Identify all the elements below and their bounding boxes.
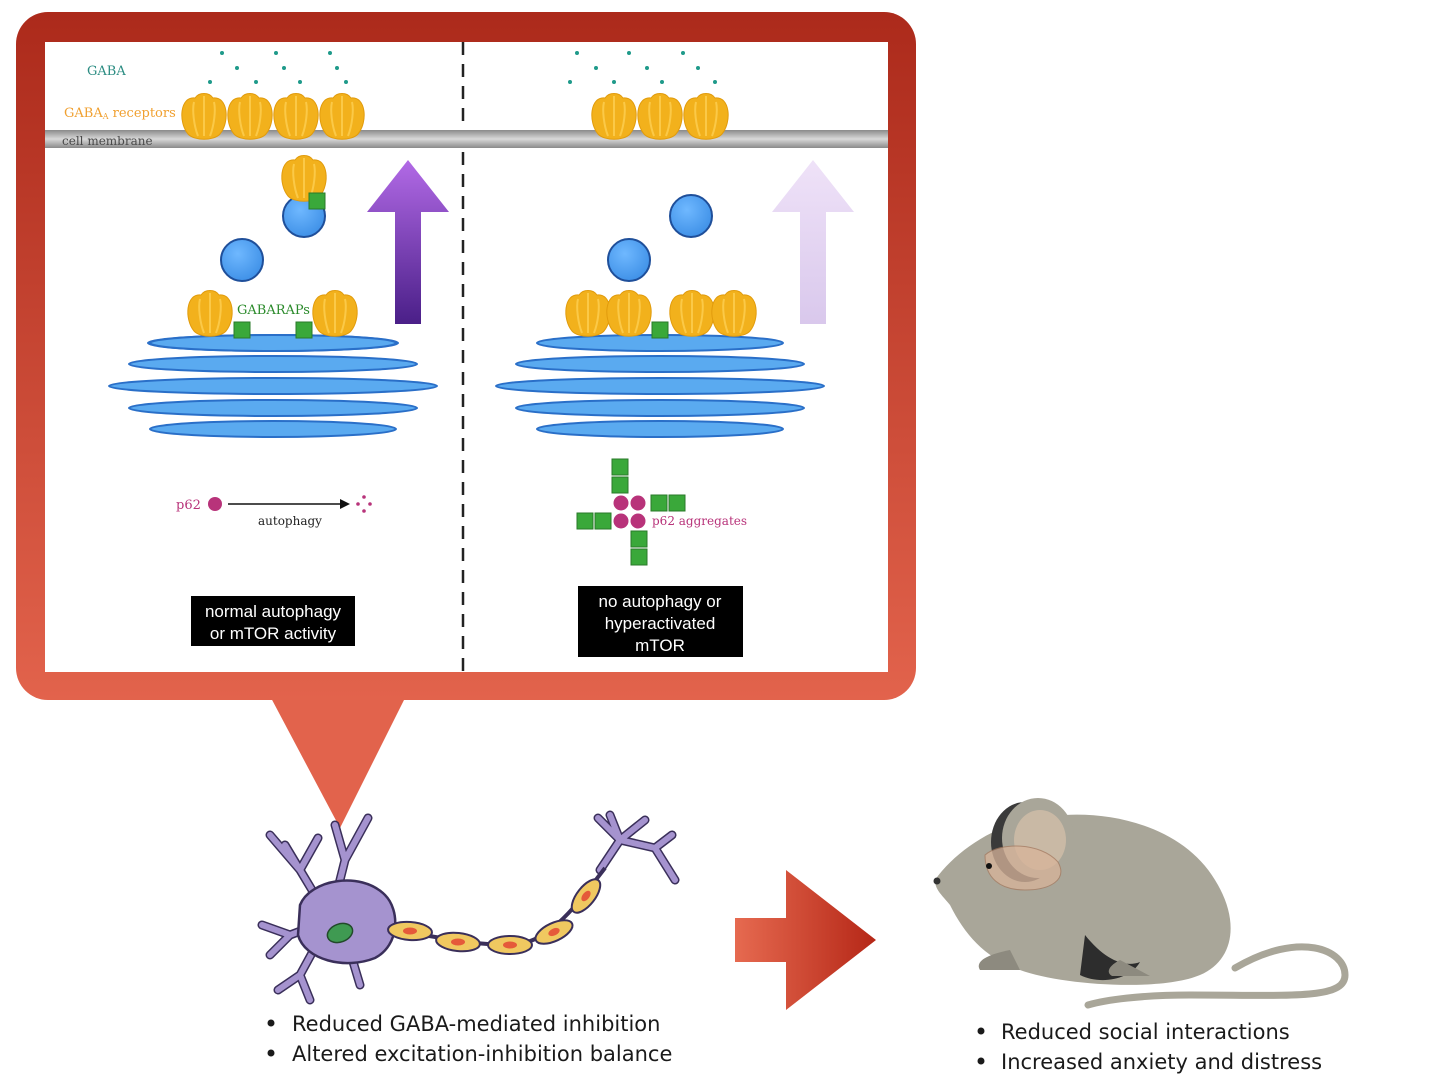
- neuron-effects-list: Reduced GABA-mediated inhibition Altered…: [267, 1012, 672, 1066]
- membrane-receptors-right: [590, 92, 730, 141]
- gaba-a-receptors-label: GABAA receptors: [64, 106, 176, 121]
- gabaraps-label-text: GABARAPs: [237, 303, 310, 318]
- trafficking-arrow-strong: [367, 160, 449, 324]
- condition-box-impaired: no autophagy or hyperactivated mTOR: [578, 586, 743, 657]
- gaba-molecules-left: [208, 51, 348, 84]
- trafficking-arrow-weak: [772, 160, 854, 324]
- autophagy-label: autophagy: [258, 514, 322, 528]
- er-receptors-right: [564, 289, 758, 339]
- condition-box-normal: normal autophagy or mTOR activity: [191, 596, 355, 646]
- cell-membrane: [45, 130, 888, 148]
- mouse-effect-2: Increased anxiety and distress: [1001, 1050, 1322, 1074]
- er-receptors-left: [186, 289, 359, 339]
- endoplasmic-reticulum-right: [495, 334, 825, 438]
- condition-impaired-line-1: no autophagy or: [599, 592, 722, 611]
- condition-normal-line-1: normal autophagy: [205, 602, 342, 621]
- vesicles-right: [607, 194, 713, 282]
- endoplasmic-reticulum-left: [108, 334, 438, 438]
- vesicles-left: [220, 154, 328, 282]
- neuron-effect-1: Reduced GABA-mediated inhibition: [292, 1012, 660, 1036]
- p62-aggregates: [576, 458, 686, 566]
- mouse-effect-1: Reduced social interactions: [1001, 1020, 1290, 1044]
- gaba-label: GABA: [87, 64, 126, 79]
- condition-impaired-line-2: hyperactivated: [605, 614, 716, 633]
- neuron-illustration: [257, 810, 680, 1005]
- p62-aggregates-label: p62 aggregates: [652, 514, 747, 528]
- consequence-arrow: [735, 870, 876, 1010]
- neuron-effect-2: Altered excitation-inhibition balance: [292, 1042, 672, 1066]
- mouse-effects-list: Reduced social interactions Increased an…: [977, 1020, 1322, 1074]
- condition-normal-line-2: or mTOR activity: [210, 624, 337, 643]
- gaba-molecules-right: [568, 51, 717, 84]
- autophagy-flow: p62 autophagy: [176, 495, 372, 528]
- p62-label: p62: [176, 498, 201, 513]
- cell-membrane-label: cell membrane: [62, 134, 153, 148]
- mouse-illustration: [933, 798, 1349, 1009]
- condition-impaired-line-3: mTOR: [635, 636, 685, 655]
